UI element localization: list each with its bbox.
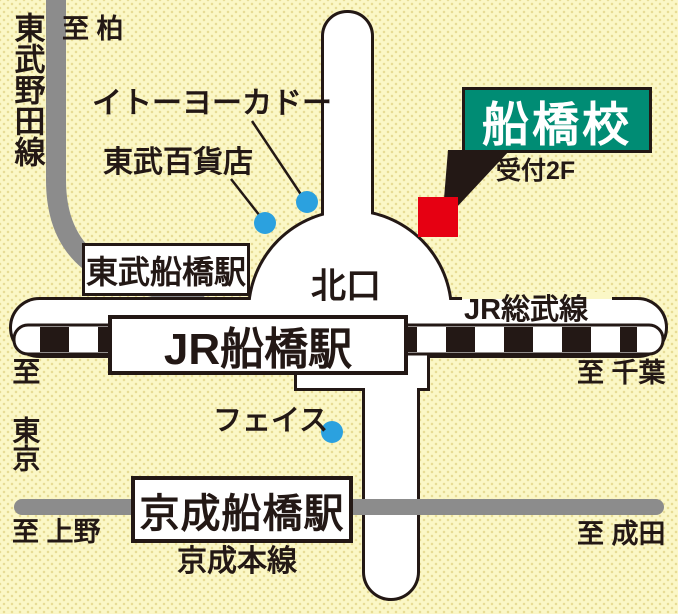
to-tokyo-label: 至 東京 (9, 357, 41, 472)
keisei-funabashi-station-box: 京成船橋駅 (131, 476, 353, 543)
face-dot-marker (321, 421, 343, 443)
label-gap-bottom (462, 299, 612, 306)
tobu-dept-dot-marker (254, 212, 276, 234)
ito-yokado-dot-marker (296, 191, 318, 213)
school-pointer-icon (442, 150, 510, 223)
tobu-noda-line-label: 東武野田線 (9, 12, 45, 167)
school-name-label: 船橋校 (482, 97, 632, 151)
ito-yokado-leader-line (250, 120, 304, 197)
north-exit-label: 北口 (311, 267, 382, 306)
label-gap-top (462, 292, 612, 299)
school-name-box: 船橋校 (462, 87, 652, 153)
school-location-marker (418, 197, 458, 237)
tobu-funabashi-station-box: 東武船橋駅 (82, 243, 250, 296)
reception-floor-label: 受付2F (496, 157, 576, 185)
tobu-dept-leader-line (230, 178, 261, 217)
tobu-funabashi-station-label: 東武船橋駅 (85, 253, 246, 290)
jr-sobu-line-label: JR総武線 (464, 294, 589, 326)
jr-funabashi-station-box: JR船橋駅 (108, 315, 408, 375)
to-ueno-label: 至 上野 (12, 517, 101, 547)
to-narita-label: 至 成田 (577, 519, 666, 549)
to-chiba-label: 至 千葉 (577, 358, 666, 388)
face-building-label: フェイス (213, 405, 329, 437)
keisei-funabashi-station-label: 京成船橋駅 (139, 491, 345, 536)
tobu-dept-label: 東武百貨店 (103, 146, 253, 179)
jr-funabashi-station-label: JR船橋駅 (163, 325, 353, 374)
to-kashiwa-label: 至 柏 (62, 14, 124, 44)
ito-yokado-label: イトーヨーカドー (92, 87, 332, 120)
keisei-main-line-label: 京成本線 (177, 545, 297, 578)
